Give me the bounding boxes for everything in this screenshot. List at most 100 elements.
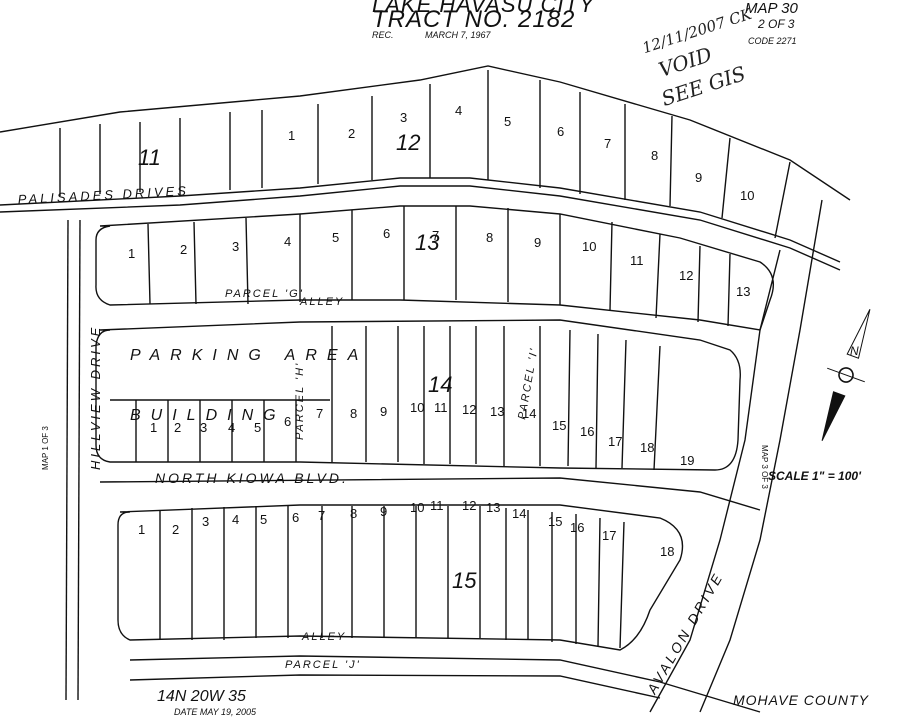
lot-number: 9 <box>380 404 387 419</box>
block-15-outline <box>117 504 684 651</box>
lot-number: 9 <box>534 235 541 250</box>
alley-label-1: ALLEY <box>299 296 344 308</box>
lot-number: 6 <box>284 414 291 429</box>
scale-label: SCALE 1" = 100' <box>768 469 862 483</box>
lot-number: 5 <box>332 230 339 245</box>
lot-number: 3 <box>400 110 407 125</box>
block-11-number: 11 <box>138 145 161 170</box>
lot-number: 2 <box>348 126 355 141</box>
lot-number: 9 <box>695 170 702 185</box>
lot-number: 17 <box>602 528 616 543</box>
palisades-drive-line <box>0 177 841 263</box>
bottom-boundary <box>129 674 661 699</box>
block-11-lines <box>59 112 231 196</box>
lot-number: 1 <box>288 128 295 143</box>
block-13-number: 13 <box>415 230 440 255</box>
lot-number: 17 <box>608 434 622 449</box>
block-14-number: 14 <box>428 372 452 397</box>
lot-number: 4 <box>284 234 291 249</box>
lot-number: 8 <box>350 506 357 521</box>
lot-number: 7 <box>432 228 439 243</box>
lot-number: 14 <box>522 406 536 421</box>
lot-number: 7 <box>604 136 611 151</box>
lot-number: 7 <box>316 406 323 421</box>
lot-number: 8 <box>486 230 493 245</box>
lot-number: 1 <box>138 522 145 537</box>
alley-label-2: ALLEY <box>301 631 346 643</box>
lot-number: 4 <box>232 512 239 527</box>
hillview-drive-line-2 <box>65 219 69 701</box>
lot-number: 5 <box>504 114 511 129</box>
lot-number: 5 <box>260 512 267 527</box>
side-label-right: MAP 3 OF 3 <box>760 445 769 489</box>
block-12-number: 12 <box>396 130 420 155</box>
lot-number: 4 <box>228 420 235 435</box>
block-15-lot-lines <box>159 506 625 649</box>
block-14-outline <box>95 319 741 471</box>
block-14-lot-lines <box>135 326 661 471</box>
lot-number: 10 <box>740 188 754 203</box>
lot-number: 3 <box>200 420 207 435</box>
side-label-left: MAP 1 OF 3 <box>41 426 50 470</box>
block-13-lot-lines <box>147 206 731 327</box>
map-number: MAP 30 <box>745 0 798 17</box>
lot-number: 4 <box>455 103 462 118</box>
hillview-drive-line <box>77 219 81 701</box>
rec-label: REC. <box>372 30 394 40</box>
tract-title: TRACT NO. 2182 <box>372 6 576 33</box>
sheet-number: 2 OF 3 <box>758 17 795 31</box>
lot-number: 13 <box>490 404 504 419</box>
lot-number: 18 <box>660 544 674 559</box>
rec-date: MARCH 7, 1967 <box>425 30 491 40</box>
north-arrow-icon <box>821 308 871 442</box>
lot-number: 12 <box>462 498 476 513</box>
lot-number: 1 <box>128 246 135 261</box>
parcel-h-label: PARCEL 'H' <box>294 362 306 440</box>
lot-number: 13 <box>736 284 750 299</box>
lot-number: 2 <box>174 420 181 435</box>
parcel-j-line <box>129 655 761 713</box>
lot-number: 11 <box>430 498 444 513</box>
lot-number: 8 <box>651 148 658 163</box>
lot-number: 6 <box>557 124 564 139</box>
lot-number: 13 <box>486 500 500 515</box>
lot-number: 6 <box>292 510 299 525</box>
north-kiowa-label: NORTH KIOWA BLVD. <box>155 470 349 486</box>
lot-number: 8 <box>350 406 357 421</box>
lot-number: 15 <box>548 514 562 529</box>
avalon-drive-line <box>649 249 781 713</box>
lot-number: 2 <box>172 522 179 537</box>
lot-number: 14 <box>512 506 526 521</box>
footer-date: DATE MAY 19, 2005 <box>174 707 257 717</box>
lot-number: 9 <box>380 504 387 519</box>
lot-number: 10 <box>410 500 424 515</box>
parcel-g-label: PARCEL 'G' <box>225 288 304 300</box>
lot-number: 3 <box>202 514 209 529</box>
lot-number: 16 <box>570 520 584 535</box>
lot-number: 10 <box>410 400 424 415</box>
lot-number: 15 <box>552 418 566 433</box>
lot-number: 6 <box>383 226 390 241</box>
lot-number: 11 <box>434 400 448 415</box>
parcel-j-label: PARCEL 'J' <box>285 659 361 671</box>
lot-number: 12 <box>462 402 476 417</box>
lot-number: 18 <box>640 440 654 455</box>
lot-number: 3 <box>232 239 239 254</box>
lot-number: 2 <box>180 242 187 257</box>
north-letter: N <box>850 344 859 358</box>
lot-number: 12 <box>679 268 693 283</box>
block-13-outline <box>95 205 774 331</box>
lot-number: 5 <box>254 420 261 435</box>
block-15-number: 15 <box>452 568 477 593</box>
block-12-lot-lines <box>261 70 791 239</box>
tract-boundary-top <box>0 65 851 201</box>
lot-number: 11 <box>630 253 644 268</box>
lot-number: 16 <box>580 424 594 439</box>
lot-number: 7 <box>318 508 325 523</box>
lot-number: 10 <box>582 239 596 254</box>
